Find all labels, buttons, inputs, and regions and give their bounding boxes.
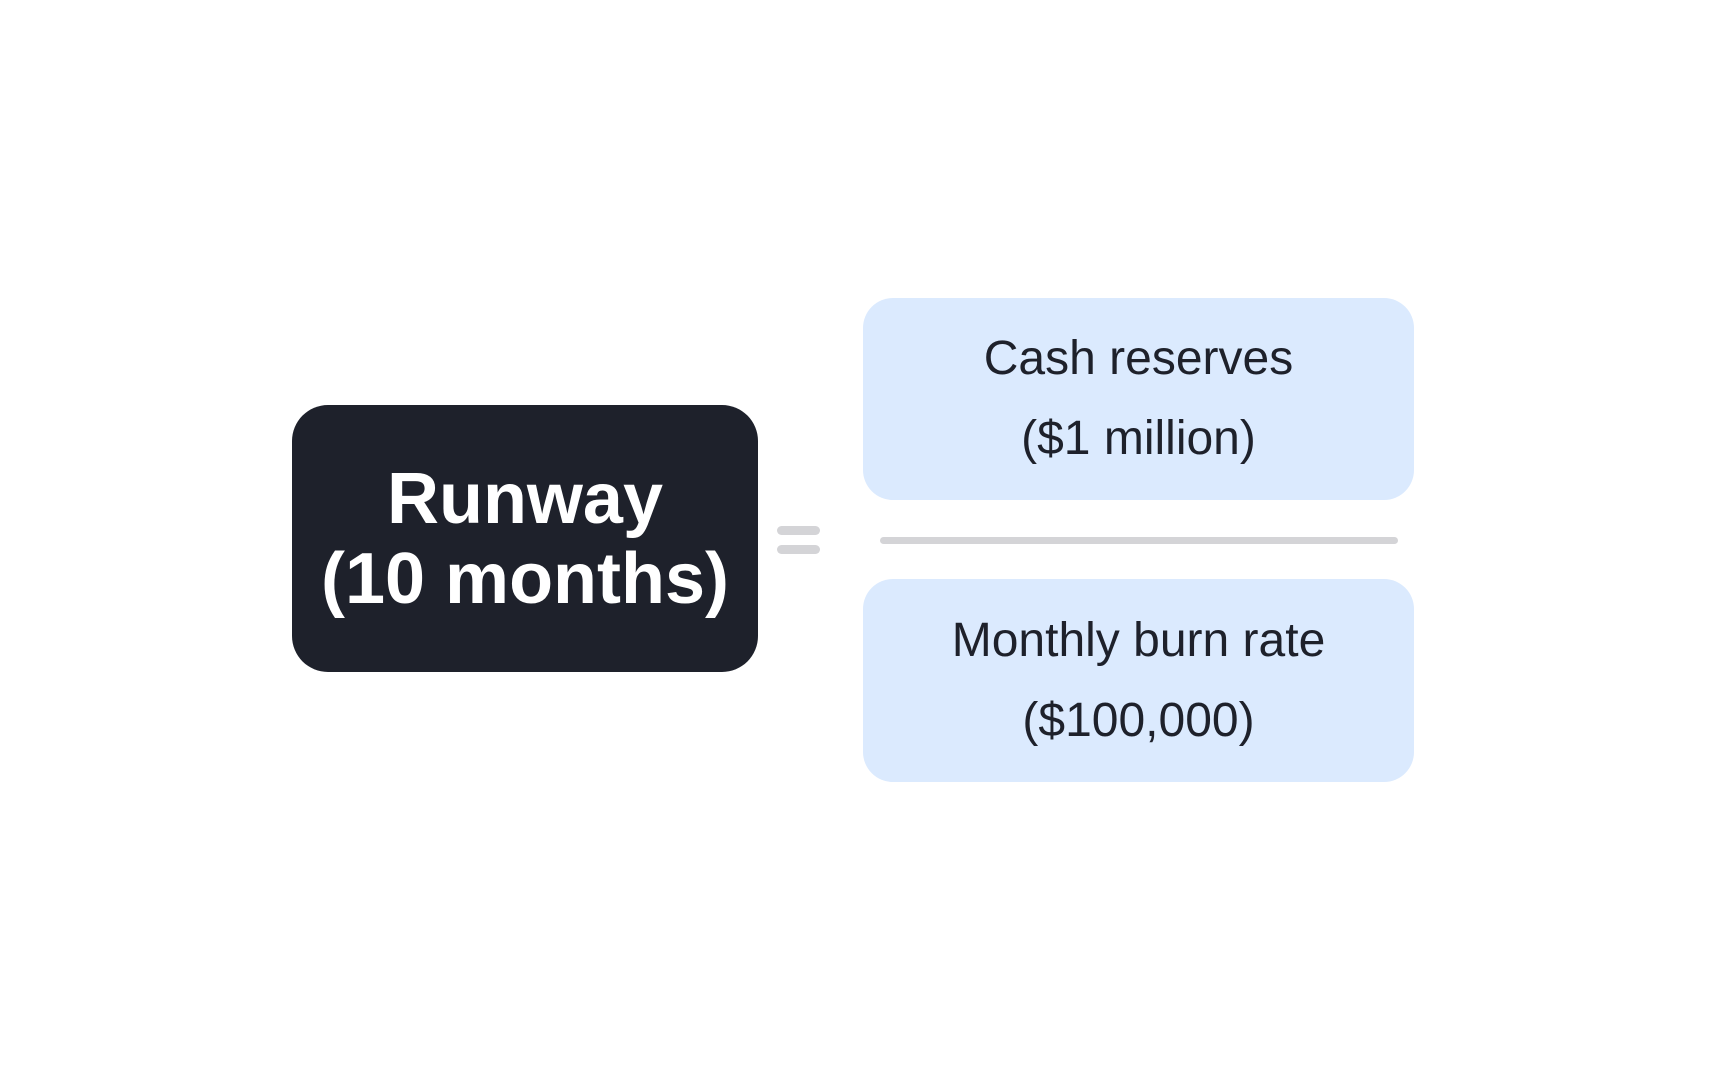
equals-bottom-bar [777,545,820,554]
runway-label: Runway [386,458,664,539]
equals-sign-icon [777,526,820,554]
runway-result-box: Runway (10 months) [292,405,758,672]
numerator-box: Cash reserves ($1 million) [863,298,1414,500]
denominator-label: Monthly burn rate [951,613,1326,667]
denominator-box: Monthly burn rate ($100,000) [863,579,1414,782]
numerator-value: ($1 million) [1021,412,1256,465]
numerator-label: Cash reserves [983,332,1294,385]
fraction-divider-line [880,537,1398,544]
runway-value: (10 months) [320,538,730,619]
equals-top-bar [777,526,820,535]
denominator-value: ($100,000) [1022,693,1255,747]
